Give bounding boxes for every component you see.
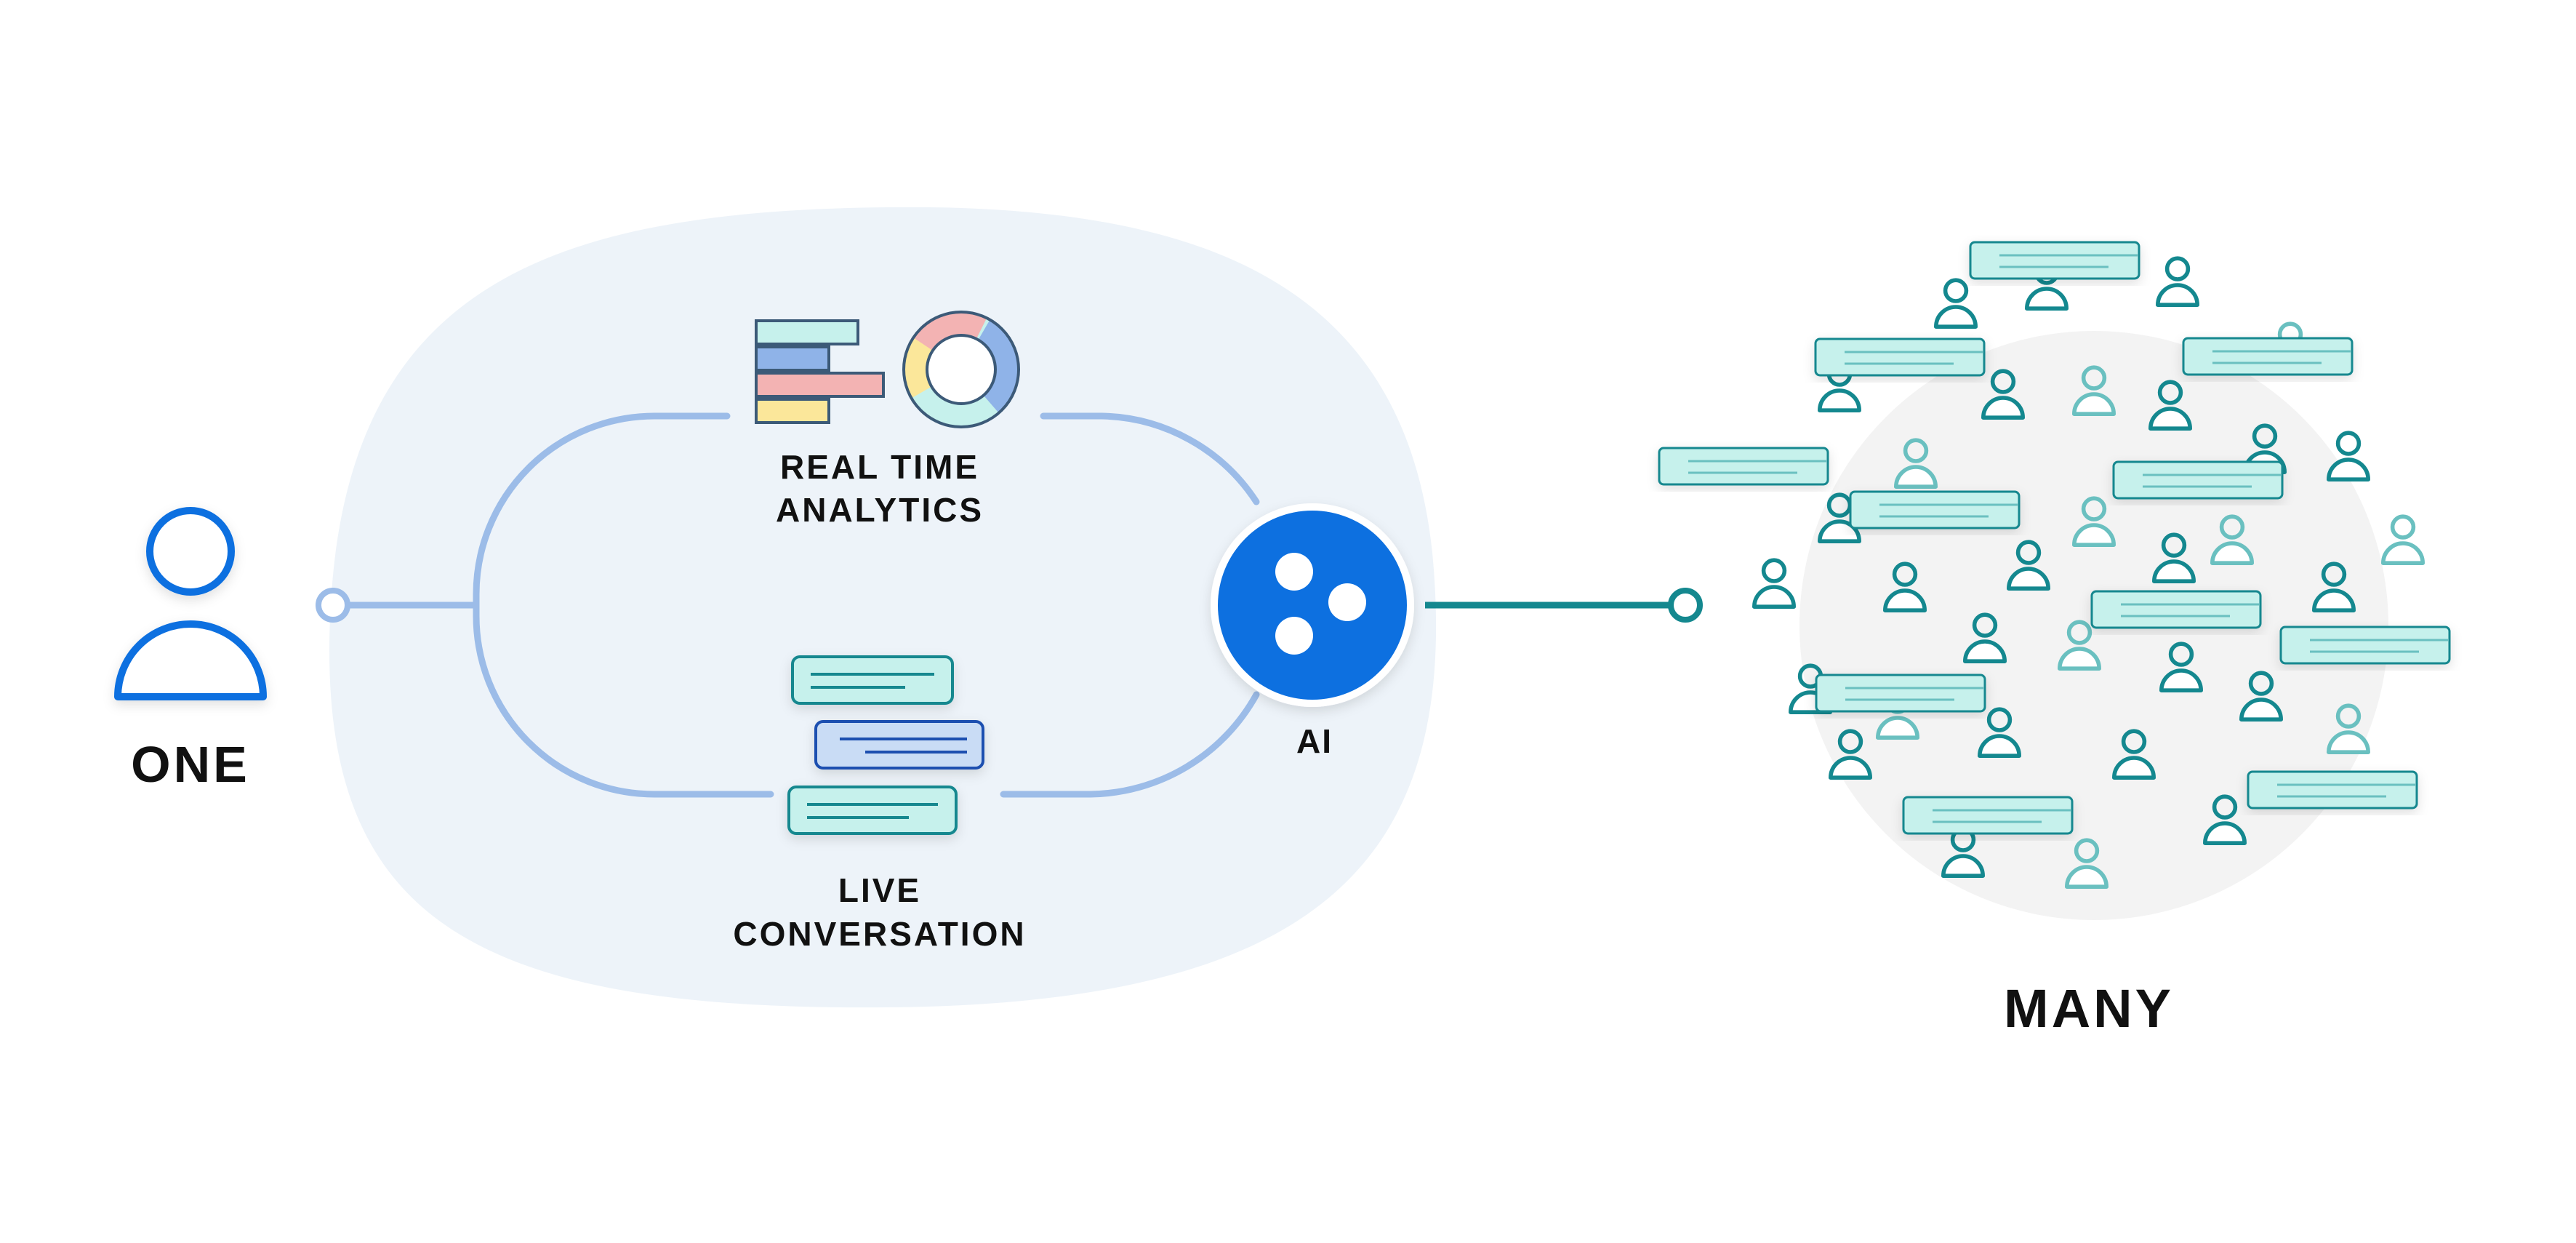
crowd-person-icon <box>2383 516 2423 563</box>
output-connector <box>1425 588 1703 623</box>
crowd-chat-bubble-icon <box>1969 241 2140 280</box>
crowd-chat-bubble-icon <box>2182 337 2354 376</box>
analytics-label-line2: ANALYTICS <box>776 491 984 529</box>
crowd-chat-bubble-icon <box>1658 447 1829 486</box>
conversation-label-line2: CONVERSATION <box>733 915 1026 953</box>
conversation-label-line1: LIVE <box>838 871 921 909</box>
crowd-person-icon <box>1936 280 1975 327</box>
crowd-person-icon <box>2158 258 2197 305</box>
crowd-chat-bubble-icon <box>1902 796 2074 835</box>
one-person-icon <box>114 507 267 700</box>
crowd-chat-bubble-icon <box>1815 674 1986 713</box>
crowd-chat-bubble-icon <box>1814 337 1986 377</box>
crowd-chat-bubble-icon <box>2112 460 2284 500</box>
crowd-chat-bubble-icon <box>2090 590 2262 629</box>
crowd-chat-bubble-icon <box>2247 770 2418 810</box>
ai-label: AI <box>1296 722 1333 760</box>
ai-node-icon <box>1211 503 1414 707</box>
crowd-chat-bubble-icon <box>1849 490 2021 529</box>
one-label: ONE <box>131 736 250 793</box>
loop-arcs <box>473 412 1260 798</box>
analytics-label-line1: REAL TIME <box>780 448 979 486</box>
chat-bubbles-icon <box>787 655 984 835</box>
bar-chart-icon <box>755 319 885 424</box>
donut-chart-icon <box>902 311 1020 428</box>
crowd-people-icon <box>1658 241 2451 887</box>
crowd-person-icon <box>1754 560 1794 607</box>
many-label: MANY <box>2004 978 2174 1039</box>
process-blob <box>329 207 1437 1008</box>
crowd-chat-bubble-icon <box>2279 626 2451 665</box>
input-connector <box>316 588 476 623</box>
